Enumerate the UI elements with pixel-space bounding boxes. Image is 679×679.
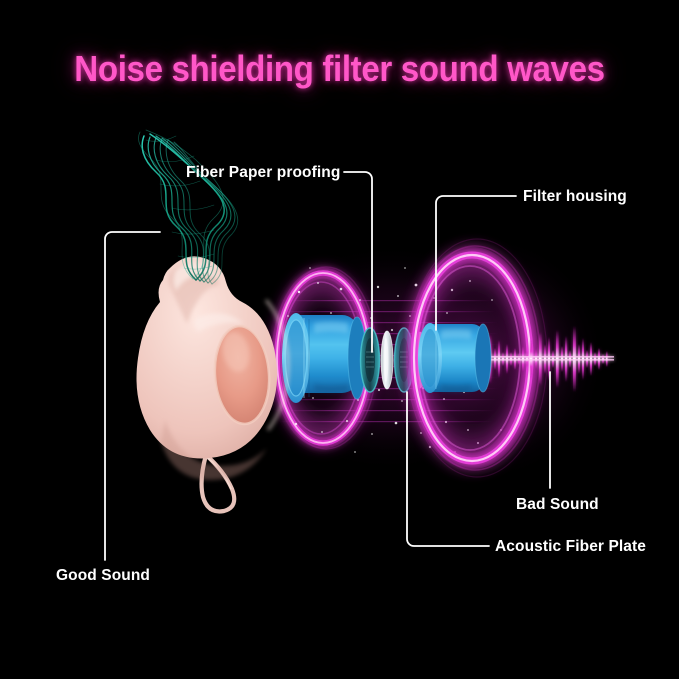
filter-housing-outer — [418, 323, 492, 393]
fiber-paper-1 — [380, 330, 394, 390]
filter-housing-inner — [282, 313, 367, 403]
earbud-retention-loop — [199, 452, 237, 514]
label-filter-housing: Filter housing — [523, 188, 627, 205]
earbud — [136, 256, 290, 480]
page-title: Noise shielding filter sound waves — [74, 48, 605, 89]
label-good-sound: Good Sound — [56, 567, 150, 584]
leader-filter-housing — [435, 195, 517, 331]
label-acoustic-fiber-plate: Acoustic Fiber Plate — [495, 538, 647, 555]
label-fiber-paper-proofing: Fiber Paper proofing — [186, 164, 341, 181]
leader-fiber-paper — [343, 171, 373, 353]
acoustic-fiber-plate-1 — [359, 327, 381, 393]
leader-good-sound — [104, 231, 161, 561]
label-bad-sound: Bad Sound — [516, 496, 599, 513]
leader-lines — [104, 171, 551, 561]
leader-acoustic — [406, 391, 490, 547]
good-sound-wave — [138, 129, 239, 285]
